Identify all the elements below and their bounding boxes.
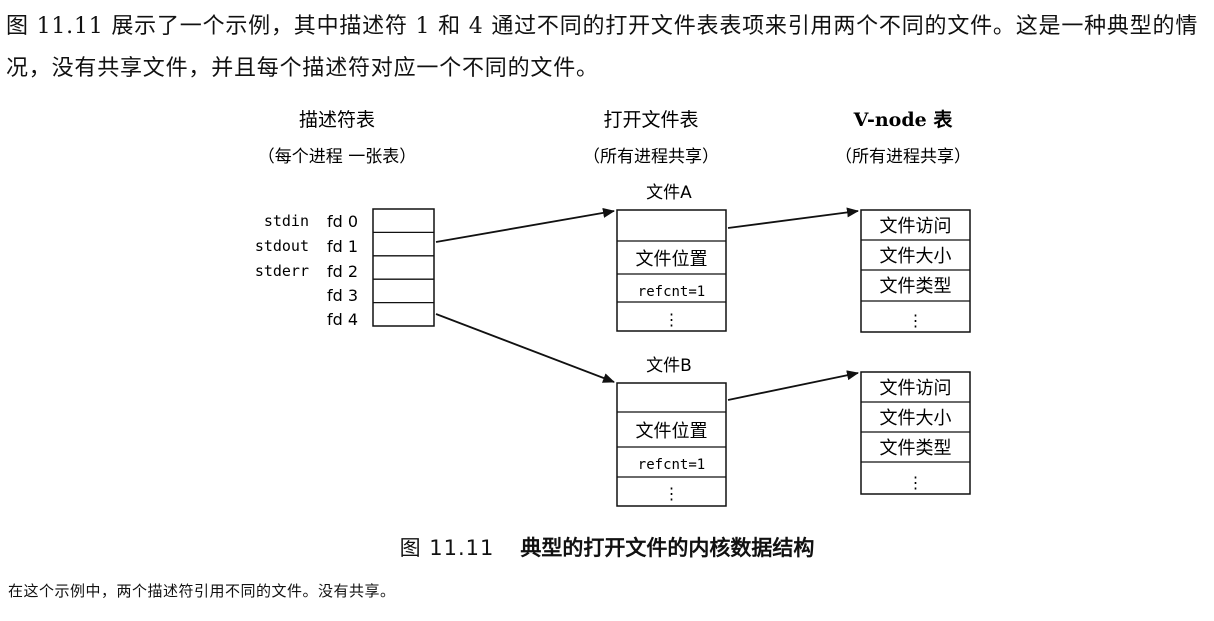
arrow-file-b-to-vnode-b — [727, 370, 859, 401]
arrow-fd4-to-file-b — [435, 313, 615, 383]
vnode-a-access: 文件访问 — [880, 216, 952, 237]
vnode-b-access: 文件访问 — [880, 378, 952, 399]
vnode-table-subtitle: （所有进程共享） — [835, 147, 971, 167]
file-b-position: 文件位置 — [636, 421, 708, 442]
figure-note: 在这个示例中，两个描述符引用不同的文件。没有共享。 — [8, 582, 396, 600]
vnode-a-size: 文件大小 — [880, 246, 952, 267]
stream-label-stderr: stderr — [255, 262, 309, 280]
open-file-entry-b: 文件B 文件位置 refcnt=1 ⋮ — [616, 356, 727, 507]
descriptor-table-title: 描述符表 — [299, 109, 375, 131]
open-file-entry-a: 文件A 文件位置 refcnt=1 ⋮ — [616, 183, 727, 332]
arrow-file-a-to-vnode-a — [727, 207, 859, 229]
vnode-b-type: 文件类型 — [880, 438, 952, 459]
descriptor-table: stdin stdout stderr fd 0 fd 1 fd 2 fd 3 … — [255, 208, 435, 329]
fd-label-0: fd 0 — [327, 212, 358, 231]
file-a-position: 文件位置 — [636, 249, 708, 270]
figure-number: 图 11.11 — [399, 536, 495, 560]
file-b-ellipsis: ⋮ — [664, 484, 680, 503]
file-a-refcnt: refcnt=1 — [638, 284, 705, 300]
kernel-open-file-diagram: 描述符表 （每个进程 一张表） 打开文件表 （所有进程共享） V-node 表 … — [255, 108, 971, 507]
fd-label-3: fd 3 — [327, 286, 358, 305]
intro-paragraph: 图 11.11 展示了一个示例，其中描述符 1 和 4 通过不同的打开文件表表项… — [6, 14, 1199, 81]
file-b-refcnt: refcnt=1 — [638, 457, 705, 473]
file-a-ellipsis: ⋮ — [664, 310, 680, 329]
descriptor-table-subtitle: （每个进程 一张表） — [258, 147, 416, 167]
open-file-table-title: 打开文件表 — [603, 109, 698, 131]
vnode-a-ellipsis: ⋮ — [908, 311, 924, 330]
vnode-entry-b: 文件访问 文件大小 文件类型 ⋮ — [860, 371, 971, 495]
figure-caption: 图 11.11 典型的打开文件的内核数据结构 — [0, 532, 1214, 562]
file-b-label: 文件B — [646, 356, 692, 376]
vnode-table-title: V-node 表 — [853, 108, 954, 131]
stream-label-stdout: stdout — [255, 237, 309, 255]
arrow-fd1-to-file-a — [435, 207, 615, 243]
vnode-a-type: 文件类型 — [880, 276, 952, 297]
vnode-entry-a: 文件访问 文件大小 文件类型 ⋮ — [860, 209, 971, 333]
fd-label-4: fd 4 — [327, 310, 358, 329]
vnode-b-size: 文件大小 — [880, 408, 952, 429]
file-a-label: 文件A — [646, 183, 692, 203]
fd-label-2: fd 2 — [327, 262, 358, 281]
stream-label-stdin: stdin — [264, 212, 309, 230]
open-file-table-subtitle: （所有进程共享） — [583, 147, 719, 167]
vnode-b-ellipsis: ⋮ — [908, 473, 924, 492]
figure-title: 典型的打开文件的内核数据结构 — [520, 536, 815, 560]
fd-label-1: fd 1 — [327, 237, 358, 256]
